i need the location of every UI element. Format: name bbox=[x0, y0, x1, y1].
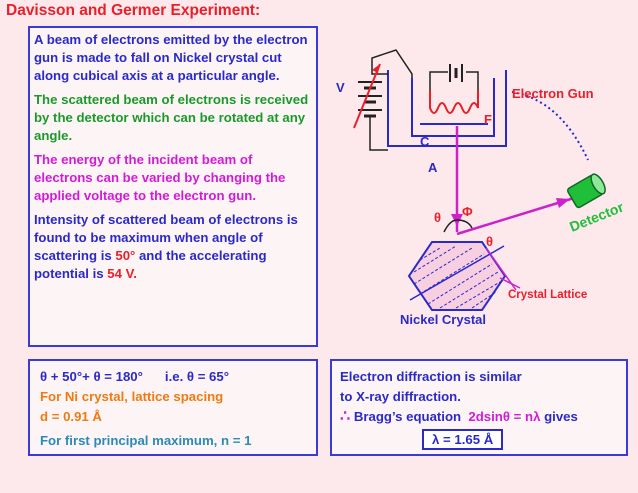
label-c: C bbox=[420, 134, 430, 149]
desc-paragraph-1: A beam of electrons emitted by the elect… bbox=[34, 32, 308, 83]
lattice-pointer bbox=[499, 277, 521, 289]
result-box: Electron diffraction is similar to X-ray… bbox=[330, 359, 628, 456]
label-theta-2: θ bbox=[486, 234, 493, 249]
nickel-crystal bbox=[407, 241, 507, 311]
theta-result: i.e. θ = 65° bbox=[164, 369, 229, 384]
gun-housing bbox=[387, 70, 507, 147]
calculation-box: θ + 50°+ θ = 180° i.e. θ = 65° For Ni cry… bbox=[28, 359, 318, 456]
bragg-equation: 2dsinθ = nλ bbox=[468, 409, 541, 424]
label-a: A bbox=[428, 160, 438, 175]
desc-p4-text-a: Intensity of scattered beam of electrons… bbox=[34, 212, 298, 263]
voltage-value: 54 V. bbox=[107, 266, 137, 281]
calc-line-2: For Ni crystal, lattice spacing bbox=[40, 389, 224, 404]
answer-box: λ = 1.65 Å bbox=[422, 429, 504, 450]
variable-voltage-arrow bbox=[353, 63, 381, 129]
label-detector: Detector bbox=[567, 198, 626, 234]
desc-paragraph-2: The scattered beam of electrons is recei… bbox=[34, 92, 309, 143]
calc-line-3: d = 0.91 Å bbox=[40, 409, 102, 424]
crystal-lattice-lines bbox=[413, 245, 501, 309]
label-theta-1: θ bbox=[434, 210, 441, 225]
filament-coil bbox=[429, 90, 479, 114]
scattering-angle-value: 50° bbox=[115, 248, 136, 263]
desc-paragraph-4: Intensity of scattered beam of electrons… bbox=[34, 211, 312, 283]
detector-icon bbox=[566, 173, 606, 209]
label-v: V bbox=[336, 80, 345, 95]
label-electron-gun: Electron Gun bbox=[512, 86, 594, 101]
scattered-beam bbox=[456, 196, 575, 236]
therefore-icon: ∴ bbox=[340, 408, 351, 425]
description-box: A beam of electrons emitted by the elect… bbox=[28, 26, 318, 347]
desc-paragraph-3: The energy of the incident beam of elect… bbox=[34, 152, 286, 203]
calc-line-1: θ + 50°+ θ = 180° i.e. θ = 65° bbox=[40, 367, 306, 387]
label-f: F bbox=[484, 112, 492, 127]
bragg-gives: gives bbox=[544, 409, 578, 424]
label-crystal-lattice: Crystal Lattice bbox=[508, 289, 587, 301]
result-line-1: Electron diffraction is similar bbox=[340, 369, 522, 384]
result-line-3: ∴ Bragg’s equation 2dsinθ = nλ gives bbox=[340, 407, 618, 427]
label-nickel-crystal: Nickel Crystal bbox=[400, 312, 486, 327]
angle-equation: θ + 50°+ θ = 180° bbox=[40, 369, 143, 384]
angle-arc bbox=[443, 219, 473, 233]
bragg-label: Bragg’s equation bbox=[353, 409, 462, 424]
page-title: Davisson and Germer Experiment: bbox=[6, 2, 261, 19]
label-phi: Φ bbox=[462, 204, 473, 219]
result-line-2: to X-ray diffraction. bbox=[340, 389, 461, 404]
filament-housing bbox=[411, 78, 495, 137]
desc-p4-text-b: and the accelerating potential is bbox=[34, 248, 267, 281]
calc-line-4: For first principal maximum, n = 1 bbox=[40, 433, 252, 448]
rotation-arc bbox=[511, 91, 589, 161]
